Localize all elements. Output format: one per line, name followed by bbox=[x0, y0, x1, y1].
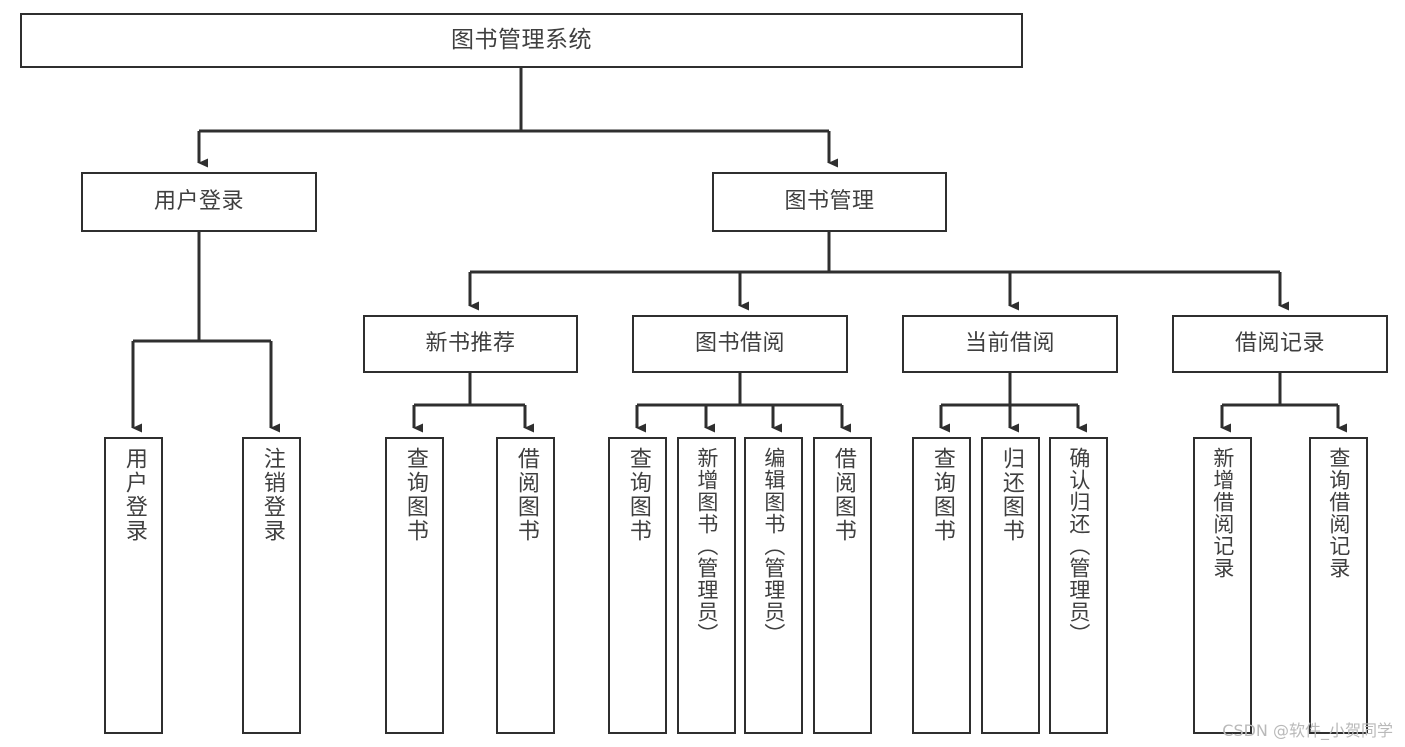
leaf-new-book-query-book-label: 查询图书 bbox=[402, 447, 428, 543]
node-user-login-label: 用户登录 bbox=[153, 188, 244, 214]
csdn-watermark: CSDN @软件_小贺同学 bbox=[1222, 721, 1393, 740]
node-current-borrow-label: 当前借阅 bbox=[964, 330, 1055, 356]
node-book-management[interactable]: 图书管理 bbox=[712, 172, 947, 232]
leaf-current-borrow-query-book-label: 查询图书 bbox=[929, 447, 955, 543]
leaf-user-login-user-login-label: 用户登录 bbox=[121, 447, 147, 543]
leaf-book-borrow-borrow-book[interactable]: 借阅图书 bbox=[813, 437, 872, 734]
leaf-book-borrow-query-book-label: 查询图书 bbox=[625, 447, 651, 543]
leaf-borrow-record-add-record[interactable]: 新增借阅记录 bbox=[1193, 437, 1252, 734]
leaf-new-book-borrow-book-label: 借阅图书 bbox=[513, 447, 539, 543]
node-root-system[interactable]: 图书管理系统 bbox=[20, 13, 1023, 68]
leaf-user-login-user-login[interactable]: 用户登录 bbox=[104, 437, 163, 734]
leaf-book-borrow-edit-book[interactable]: 编辑图书（管理员） bbox=[744, 437, 803, 734]
leaf-current-borrow-query-book[interactable]: 查询图书 bbox=[912, 437, 971, 734]
leaf-book-borrow-query-book[interactable]: 查询图书 bbox=[608, 437, 667, 734]
node-root-system-label: 图书管理系统 bbox=[451, 26, 592, 53]
node-current-borrow[interactable]: 当前借阅 bbox=[902, 315, 1118, 373]
leaf-book-borrow-edit-book-label: 编辑图书（管理员） bbox=[761, 447, 786, 645]
leaf-current-borrow-return-book-label: 归还图书 bbox=[998, 447, 1024, 543]
leaf-borrow-record-add-record-label: 新增借阅记录 bbox=[1210, 447, 1235, 579]
leaf-borrow-record-query-record[interactable]: 查询借阅记录 bbox=[1309, 437, 1368, 734]
node-new-book-recommend[interactable]: 新书推荐 bbox=[363, 315, 578, 373]
leaf-user-login-logout[interactable]: 注销登录 bbox=[242, 437, 301, 734]
leaf-book-borrow-borrow-book-label: 借阅图书 bbox=[830, 447, 856, 543]
leaf-current-borrow-confirm-return[interactable]: 确认归还（管理员） bbox=[1049, 437, 1108, 734]
leaf-current-borrow-return-book[interactable]: 归还图书 bbox=[981, 437, 1040, 734]
leaf-current-borrow-confirm-return-label: 确认归还（管理员） bbox=[1066, 447, 1091, 645]
node-borrow-record-label: 借阅记录 bbox=[1234, 330, 1325, 356]
leaf-book-borrow-add-book[interactable]: 新增图书（管理员） bbox=[677, 437, 736, 734]
node-user-login[interactable]: 用户登录 bbox=[81, 172, 317, 232]
node-new-book-recommend-label: 新书推荐 bbox=[425, 330, 516, 356]
node-book-borrow-label: 图书借阅 bbox=[694, 330, 785, 356]
leaf-new-book-borrow-book[interactable]: 借阅图书 bbox=[496, 437, 555, 734]
node-book-borrow[interactable]: 图书借阅 bbox=[632, 315, 848, 373]
leaf-book-borrow-add-book-label: 新增图书（管理员） bbox=[694, 447, 719, 645]
leaf-borrow-record-query-record-label: 查询借阅记录 bbox=[1326, 447, 1351, 579]
node-book-management-label: 图书管理 bbox=[784, 188, 875, 214]
leaf-user-login-logout-label: 注销登录 bbox=[259, 447, 285, 543]
leaf-new-book-query-book[interactable]: 查询图书 bbox=[385, 437, 444, 734]
node-borrow-record[interactable]: 借阅记录 bbox=[1172, 315, 1388, 373]
